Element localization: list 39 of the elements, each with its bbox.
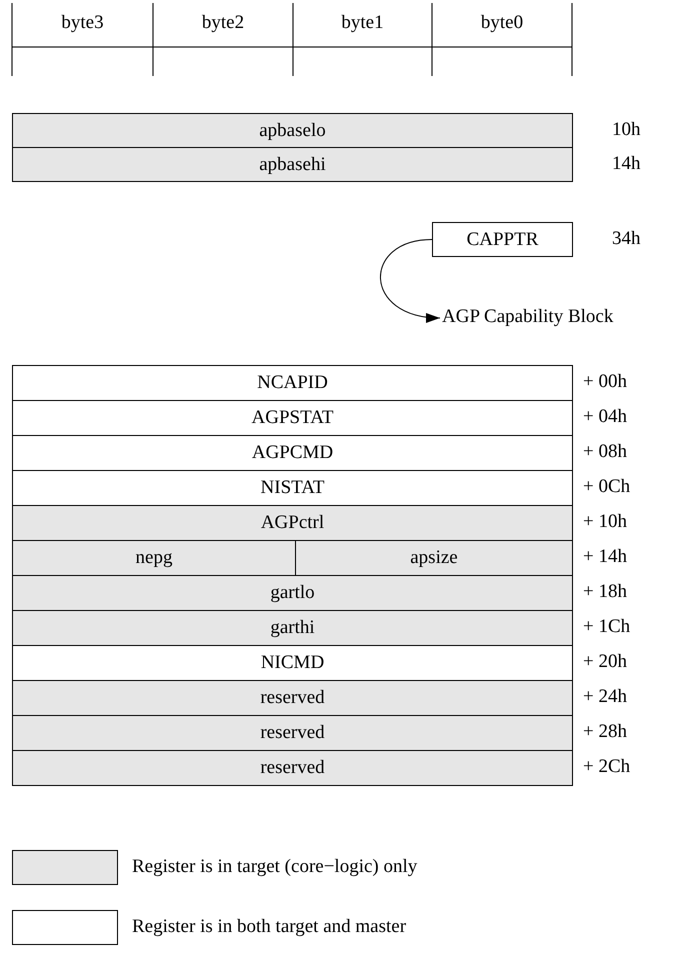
register-field: apbaselo (12, 113, 573, 148)
offset-label: + 18h (583, 581, 627, 603)
column-header: byte0 (480, 12, 524, 34)
register-field: reserved (12, 680, 573, 716)
legend-text: Register is in both target and master (132, 916, 406, 938)
offset-label: + 0Ch (583, 476, 630, 498)
register-field: apbasehi (12, 147, 573, 182)
offset-label: + 00h (583, 371, 627, 393)
legend-text: Register is in target (core−logic) only (132, 856, 418, 878)
register-field: NISTAT (12, 470, 573, 506)
offset-label: + 20h (583, 651, 627, 673)
offset-label: + 10h (583, 511, 627, 533)
register-field: nepg (12, 540, 296, 576)
register-field: NCAPID (12, 365, 573, 401)
curved-arrow (380, 239, 440, 322)
register-field: reserved (12, 715, 573, 751)
register-field: NICMD (12, 645, 573, 681)
register-field: gartlo (12, 575, 573, 611)
offset-label: + 04h (583, 406, 627, 428)
offset-label: + 14h (583, 546, 627, 568)
offset-label: 10h (612, 119, 640, 141)
offset-label: + 28h (583, 721, 627, 743)
offset-label: + 1Ch (583, 616, 630, 638)
column-header: byte1 (340, 12, 385, 34)
register-field: reserved (12, 750, 573, 786)
register-field: apsize (295, 540, 573, 576)
offset-label: 14h (612, 153, 640, 175)
register-field: AGPctrl (12, 505, 573, 541)
register-field: AGPSTAT (12, 400, 573, 436)
target-label: AGP Capability Block (442, 306, 614, 328)
offset-label: 34h (612, 228, 640, 250)
offset-label: + 2Ch (583, 756, 630, 778)
column-header: byte2 (200, 12, 246, 34)
register-field: AGPCMD (12, 435, 573, 471)
register-field: garthi (12, 610, 573, 646)
offset-label: + 08h (583, 441, 627, 463)
register-field: CAPPTR (432, 222, 573, 257)
column-header: byte3 (60, 12, 105, 34)
offset-label: + 24h (583, 686, 627, 708)
